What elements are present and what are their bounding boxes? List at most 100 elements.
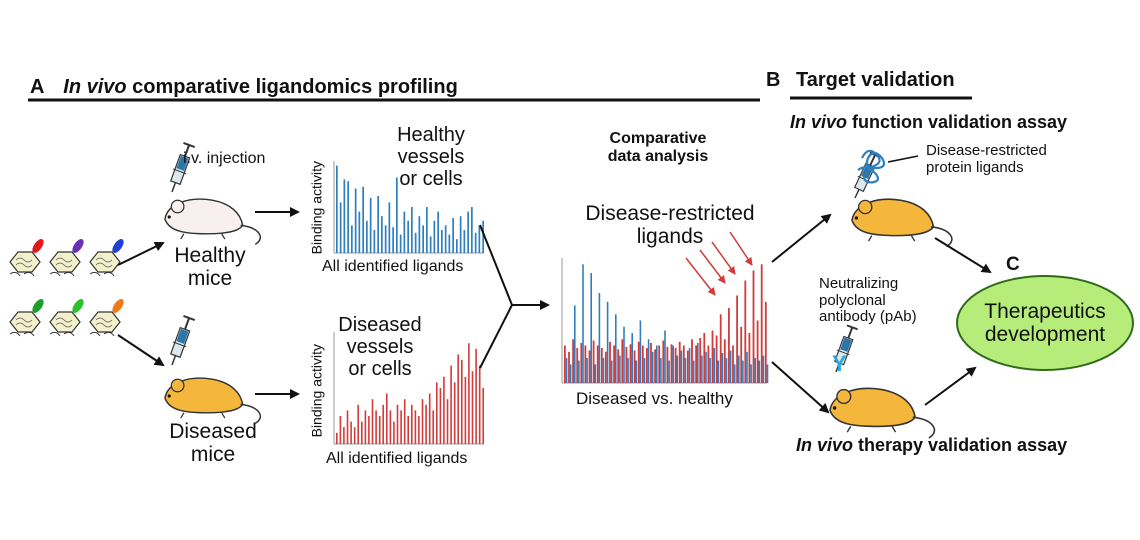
- mouse-eye: [832, 406, 837, 410]
- comparative-healthy-bar: [733, 364, 736, 384]
- comparative-diseased-bar: [629, 344, 632, 384]
- healthy-chart-bar: [414, 232, 417, 253]
- diseased-mice-line1: Diseased: [169, 420, 257, 443]
- mouse-feet: [867, 235, 916, 242]
- healthy-chart-bar: [411, 207, 413, 253]
- comparative-healthy-bar: [578, 360, 580, 383]
- healthy-mice-line1: Healthy: [174, 244, 246, 267]
- healthy-chart-bar: [478, 225, 481, 253]
- healthy-chart-bar: [388, 202, 391, 253]
- comparative-diseased-bar: [687, 350, 689, 383]
- diseased-chart-bar: [403, 399, 406, 444]
- healthy-chart-bar: [459, 216, 462, 253]
- healthy-chart-title-line3: or cells: [399, 168, 463, 190]
- diseased-chart-bar: [468, 343, 470, 444]
- comparative-healthy-bar: [697, 343, 699, 383]
- healthy-chart-bar: [433, 220, 436, 253]
- mouse-ear: [170, 378, 185, 393]
- diseased-chart-bar: [339, 416, 342, 444]
- healthy-chart-bar: [474, 232, 477, 253]
- comparative-diseased-bar: [707, 345, 710, 383]
- comparative-healthy-bar: [586, 358, 588, 383]
- section-a-letter: A: [30, 76, 44, 98]
- healthy-chart-bar: [448, 234, 451, 253]
- arrow-to-function-assay: [771, 213, 832, 263]
- comparative-xlabel: Diseased vs. healthy: [576, 389, 733, 408]
- mouse-eye: [167, 394, 171, 398]
- healthy-chart-bar: [358, 211, 361, 253]
- healthy-mice-label: Healthy mice: [170, 244, 250, 290]
- arrow-to-therapy-assay: [771, 361, 830, 414]
- comparative-diseased-bar: [580, 343, 583, 383]
- protein-ligands-line1: Disease-restricted: [926, 142, 1047, 159]
- diseased-chart-bar: [353, 427, 356, 444]
- comparative-healthy-bar: [668, 360, 670, 383]
- comparative-diseased-bar: [576, 348, 579, 383]
- diseased-chart-bar: [446, 399, 449, 444]
- comparative-healthy-bar: [676, 355, 679, 383]
- comparative-diseased-bar: [699, 338, 702, 383]
- diseased-chart-bar: [432, 410, 434, 444]
- diseased-chart-bar: [378, 416, 381, 444]
- comparative-healthy-bar: [590, 273, 592, 383]
- antibody-line1: Neutralizing: [819, 275, 899, 292]
- phage-icon: [9, 299, 44, 337]
- comparative-healthy-bar: [705, 351, 707, 384]
- protein-ligands-label: Disease-restricted protein ligands: [926, 142, 1047, 176]
- phage-icon: [49, 239, 84, 277]
- comparative-diseased-bar: [609, 341, 611, 384]
- comparative-diseased-bar: [703, 333, 706, 383]
- comparative-healthy-bar: [701, 355, 703, 383]
- diseased-chart-bar: [346, 410, 349, 444]
- therapeutics-ellipse: [956, 275, 1134, 371]
- antibody-y-icon: Y: [832, 351, 847, 376]
- healthy-chart-bar: [381, 216, 383, 253]
- comparative-diseased-bar: [568, 351, 570, 384]
- therapeutics-line2: development: [984, 323, 1106, 347]
- comparative-diseased-bar: [695, 345, 697, 383]
- comparative-healthy-bar: [574, 305, 576, 383]
- comparative-healthy-bar: [565, 358, 568, 383]
- comparative-diseased-bar: [613, 345, 615, 383]
- healthy-chart-bar: [336, 165, 338, 253]
- comparative-healthy-bar: [619, 355, 621, 383]
- therapeutics-label: Therapeutics development: [965, 300, 1125, 346]
- diseased-chart-bar: [411, 404, 413, 444]
- diseased-chart-bar: [400, 410, 402, 444]
- mouse-ear: [857, 199, 873, 215]
- comparative-healthy-bar: [615, 314, 617, 384]
- comparative-diseased-bar: [600, 348, 603, 383]
- comparative-healthy-bar: [643, 358, 646, 383]
- mouse-eye: [854, 216, 859, 220]
- comparative-healthy-bar: [721, 353, 724, 383]
- comparative-healthy-bar: [688, 348, 691, 383]
- diseased-chart-bar: [414, 410, 417, 444]
- comparative-diseased-bar: [646, 348, 648, 383]
- diseased-chart-bar: [364, 410, 367, 444]
- comparative-healthy-bar: [656, 345, 658, 383]
- comparative-healthy-bar: [631, 333, 633, 383]
- antibody-line2: polyclonal: [819, 291, 886, 309]
- comparative-healthy-bar: [717, 360, 720, 383]
- merge-line-bottom: [479, 304, 513, 369]
- healthy-chart-bar: [384, 225, 387, 253]
- section-a-title-italic: In vivo: [63, 76, 127, 98]
- healthy-chart-bar: [429, 236, 432, 253]
- diseased-binding-chart: [333, 332, 484, 445]
- phage-icon: [49, 299, 84, 337]
- comparative-diseased-bar: [637, 341, 640, 384]
- antibody-label: Neutralizing polyclonal antibody (pAb): [819, 275, 917, 326]
- healthy-chart-xlabel: All identified ligands: [322, 258, 464, 275]
- comparative-healthy-bar: [664, 330, 666, 383]
- diseased-chart-title-line1: Diseased: [338, 314, 422, 336]
- comparative-title-line1: Comparative: [609, 130, 707, 147]
- comparative-healthy-bar: [647, 339, 650, 384]
- diseased-chart-bar: [336, 432, 338, 444]
- therapeutics-line1: Therapeutics: [984, 300, 1106, 323]
- comparative-healthy-bar: [754, 358, 756, 383]
- comparative-healthy-bar: [692, 360, 695, 383]
- healthy-chart-bar: [426, 207, 428, 253]
- comparative-diseased-bar: [748, 333, 751, 383]
- restricted-label: Disease-restricted ligands: [570, 202, 770, 248]
- comparative-diseased-bar: [650, 343, 652, 383]
